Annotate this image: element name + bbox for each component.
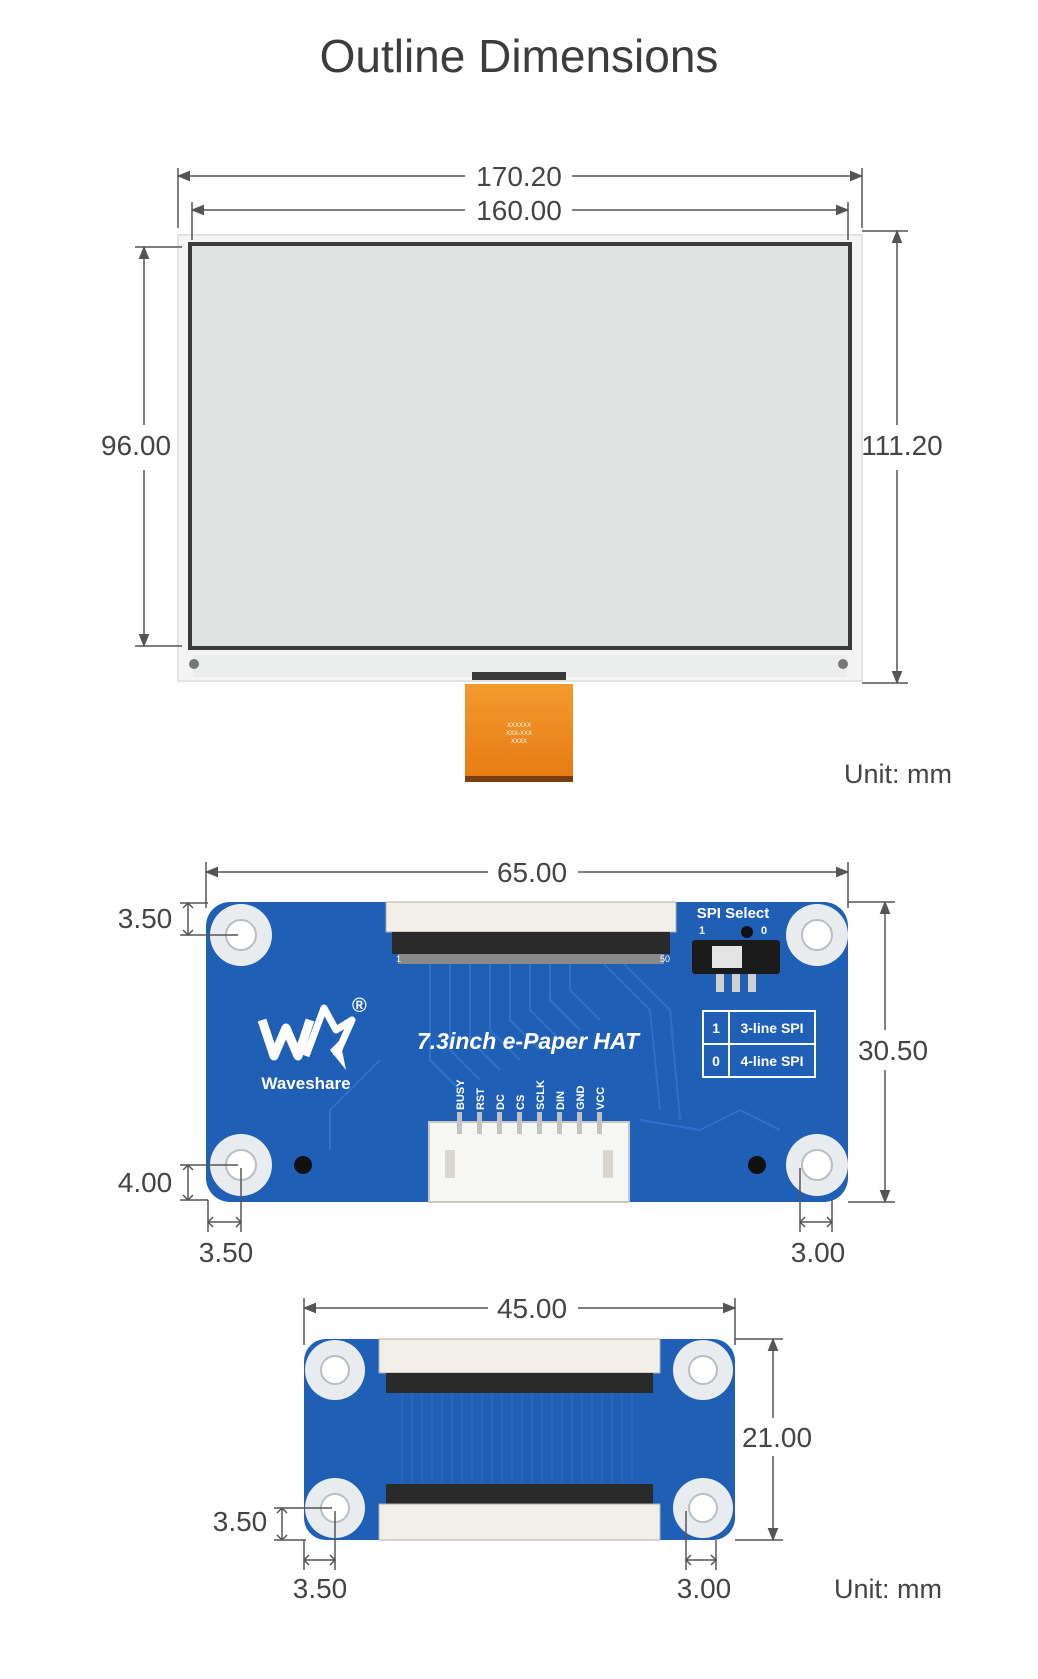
- dim-display-width-active: 160.00: [476, 195, 562, 226]
- pin-label-gnd: GND: [575, 1086, 587, 1111]
- fpc-pin-1-label: 1: [396, 954, 401, 964]
- dim-adapter-hole-bottom: 3.50: [213, 1506, 268, 1537]
- dim-hat-hole-bottom: 4.00: [118, 1167, 173, 1198]
- fpc-flex-cable: [465, 684, 573, 779]
- dim-adapter-width: 45.00: [497, 1293, 567, 1324]
- fpc-contacts: [465, 776, 573, 782]
- dim-hat-hole-top: 3.50: [118, 903, 173, 934]
- fpc-adapter-board: [304, 1338, 735, 1541]
- dim-display-height-active: 96.00: [101, 430, 171, 461]
- pin-label-dc: DC: [495, 1094, 507, 1110]
- pin-label-cs: CS: [515, 1095, 527, 1110]
- display-active-area: [188, 242, 852, 650]
- display-mount-hole-right: [838, 659, 848, 669]
- fpc-label-3: XXXX: [511, 739, 527, 745]
- dim-display-height-outer: 111.20: [861, 430, 942, 461]
- fpc-label-1: XXXXXX: [507, 723, 531, 729]
- spi-mode-table: [702, 1010, 816, 1078]
- dim-adapter-height: 21.00: [742, 1422, 812, 1453]
- dim-hat-height: 30.50: [858, 1035, 928, 1066]
- fpc-connector-base: [472, 672, 566, 680]
- spi-slide-switch: [692, 926, 780, 992]
- unit-label-top: Unit: mm: [844, 759, 952, 789]
- spi-table-value-1: 1: [712, 1020, 720, 1036]
- dim-hat-hole-right: 3.00: [791, 1237, 846, 1268]
- pin-label-busy: BUSY: [455, 1079, 467, 1110]
- hat-traces: [329, 959, 781, 1150]
- spi-table-mode-0: 4-line SPI: [740, 1053, 803, 1069]
- pin-label-vcc: VCC: [595, 1087, 607, 1110]
- adapter-connector-top: [378, 1338, 661, 1393]
- pin-label-rst: RST: [475, 1088, 487, 1110]
- adapter-connector-bottom: [378, 1484, 661, 1541]
- fpc-pin-50-label: 50: [660, 954, 670, 964]
- waveshare-logo: [257, 1004, 356, 1070]
- adapter-traces: [401, 1392, 633, 1485]
- brand-label: Waveshare: [261, 1074, 350, 1093]
- registered-mark: ®: [352, 995, 367, 1017]
- spi-table-mode-1: 3-line SPI: [740, 1020, 803, 1036]
- dim-adapter-hole-right: 3.00: [677, 1573, 732, 1604]
- pin-labels: BUSY RST DC CS SCLK DIN GND VCC: [455, 1079, 607, 1110]
- hat-fpc-connector: [385, 901, 677, 964]
- spi-table-value-0: 0: [712, 1053, 720, 1069]
- pin-label-sclk: SCLK: [535, 1080, 547, 1110]
- pin-label-din: DIN: [555, 1091, 567, 1110]
- dim-hat-width: 65.00: [497, 857, 567, 888]
- hat-mount-holes: [210, 904, 848, 1196]
- adapter-mount-holes: [305, 1340, 733, 1538]
- fpc-label-2: XXX-XXX: [506, 731, 532, 737]
- spi-switch-pos-0: 0: [761, 925, 767, 937]
- epaper-display: XXXXXX XXX-XXX XXXX: [177, 234, 863, 782]
- dim-adapter-hole-left: 3.50: [293, 1573, 348, 1604]
- display-mount-hole-left: [189, 659, 199, 669]
- epaper-hat-board: 1 50 SPI Select 1 0 1 3-line SPI 0 4-lin…: [206, 901, 848, 1203]
- dim-display-width-outer: 170.20: [476, 161, 562, 192]
- hat-8pin-connector: [428, 1112, 630, 1203]
- display-bottom-strip: [193, 655, 847, 677]
- dim-hat-hole-left: 3.50: [199, 1237, 254, 1268]
- page-title: Outline Dimensions: [320, 30, 719, 82]
- spi-switch-pos-1: 1: [699, 925, 705, 937]
- spi-select-label: SPI Select: [697, 905, 770, 922]
- unit-label-bottom: Unit: mm: [834, 1574, 942, 1604]
- board-title: 7.3inch e-Paper HAT: [417, 1028, 641, 1054]
